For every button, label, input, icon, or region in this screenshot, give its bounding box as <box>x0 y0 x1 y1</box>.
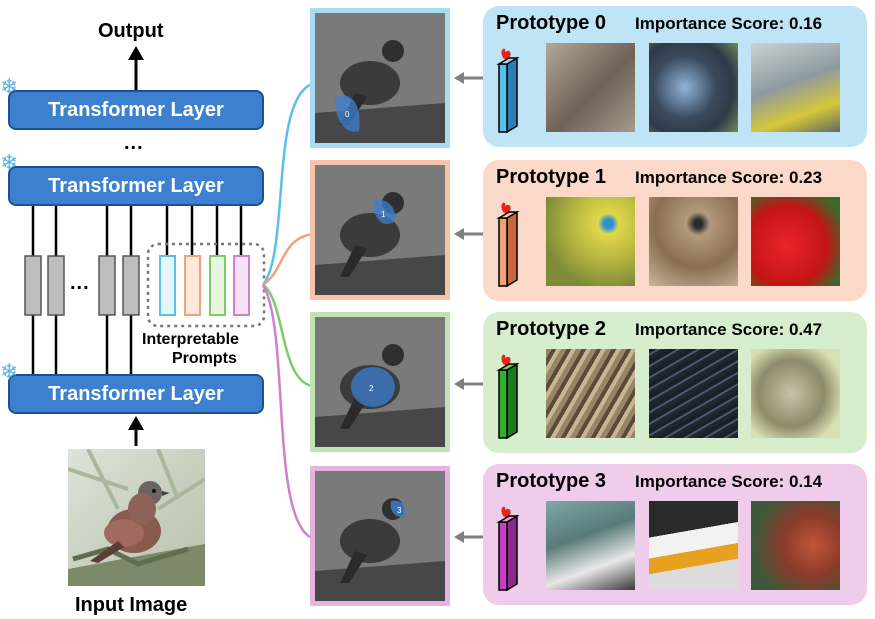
prototype-title: Prototype 3 <box>496 470 607 492</box>
prompt-token-1 <box>184 255 201 316</box>
connector-2 <box>262 283 313 388</box>
prompt-token-3 <box>233 255 250 316</box>
importance-score: Importance Score: 0.23 <box>635 168 823 187</box>
marker-2: 2 <box>369 384 374 393</box>
flame-icon <box>501 48 511 60</box>
patch-image <box>649 501 738 590</box>
prototype-panel-2: Prototype 2 Importance Score: 0.47 <box>483 312 867 453</box>
patch-image <box>751 197 840 286</box>
image-tokens <box>24 255 140 316</box>
patch-image <box>649 43 738 132</box>
connector-0 <box>261 82 313 286</box>
marker-1: 1 <box>381 210 386 219</box>
flame-icon <box>501 202 511 214</box>
prompt-connectors <box>261 82 313 540</box>
transformer-layer-top: Transformer Layer <box>8 90 264 130</box>
transformer-layer-middle: Transformer Layer <box>8 166 264 206</box>
layer-label: Transformer Layer <box>48 382 224 405</box>
connector-1 <box>262 232 313 287</box>
transformer-layer-bottom: Transformer Layer <box>8 374 264 414</box>
patch-image <box>546 501 635 590</box>
thumbnail-0: 0 <box>310 8 450 148</box>
flame-icon <box>501 506 511 518</box>
prototype-title: Prototype 2 <box>496 318 607 340</box>
patch-image <box>546 43 635 132</box>
prototype-panel-3: Prototype 3 Importance Score: 0.14 <box>483 464 867 605</box>
prompts-label-line2: Prompts <box>172 350 237 367</box>
input-image <box>68 449 205 586</box>
patch-image <box>546 349 635 438</box>
prototype-vector <box>496 506 520 592</box>
prototype-title: Prototype 1 <box>496 166 607 188</box>
thumbnail-3: 3 <box>310 466 450 606</box>
thumbnail-1: 1 <box>310 160 450 300</box>
importance-score: Importance Score: 0.16 <box>635 14 823 33</box>
vertical-ellipsis: ... <box>124 132 144 154</box>
prototype-title: Prototype 0 <box>496 12 607 34</box>
attention-map-2: 2 <box>315 317 445 447</box>
prompt-token-0 <box>159 255 176 316</box>
horizontal-ellipsis: ... <box>70 272 90 294</box>
prompt-token-2 <box>209 255 226 316</box>
panel-arrows <box>454 72 484 543</box>
attention-map-0: 0 <box>315 13 445 143</box>
prompts-label-line1: Interpretable <box>142 331 239 348</box>
transformer-connections <box>24 46 266 446</box>
prototype-vector <box>496 202 520 288</box>
importance-score: Importance Score: 0.47 <box>635 320 823 339</box>
snowflake-icon: ❄ <box>0 74 19 99</box>
patch-image <box>649 197 738 286</box>
attention-map-1: 1 <box>315 165 445 295</box>
flame-icon <box>501 354 511 366</box>
input-image-label: Input Image <box>75 594 188 616</box>
attention-map-3: 3 <box>315 471 445 601</box>
marker-3: 3 <box>397 506 402 515</box>
patch-image <box>546 197 635 286</box>
thumbnail-2: 2 <box>310 312 450 452</box>
prototype-panel-1: Prototype 1 Importance Score: 0.23 <box>483 160 867 301</box>
layer-label: Transformer Layer <box>48 98 224 121</box>
prototype-vector <box>496 354 520 440</box>
snowflake-icon: ❄ <box>0 150 19 175</box>
patch-image <box>649 349 738 438</box>
prototype-panel-0: Prototype 0 Importance Score: 0.16 <box>483 6 867 147</box>
output-label: Output <box>98 20 164 42</box>
importance-score: Importance Score: 0.14 <box>635 472 823 491</box>
patch-image <box>751 349 840 438</box>
connector-3 <box>261 284 313 540</box>
layer-label: Transformer Layer <box>48 174 224 197</box>
marker-0: 0 <box>345 110 350 119</box>
prompt-tokens <box>159 255 250 316</box>
output-arrowhead <box>128 46 144 60</box>
input-arrowhead <box>128 416 144 430</box>
patch-image <box>751 43 840 132</box>
snowflake-icon: ❄ <box>0 359 19 384</box>
prototype-vector <box>496 48 520 134</box>
patch-image <box>751 501 840 590</box>
